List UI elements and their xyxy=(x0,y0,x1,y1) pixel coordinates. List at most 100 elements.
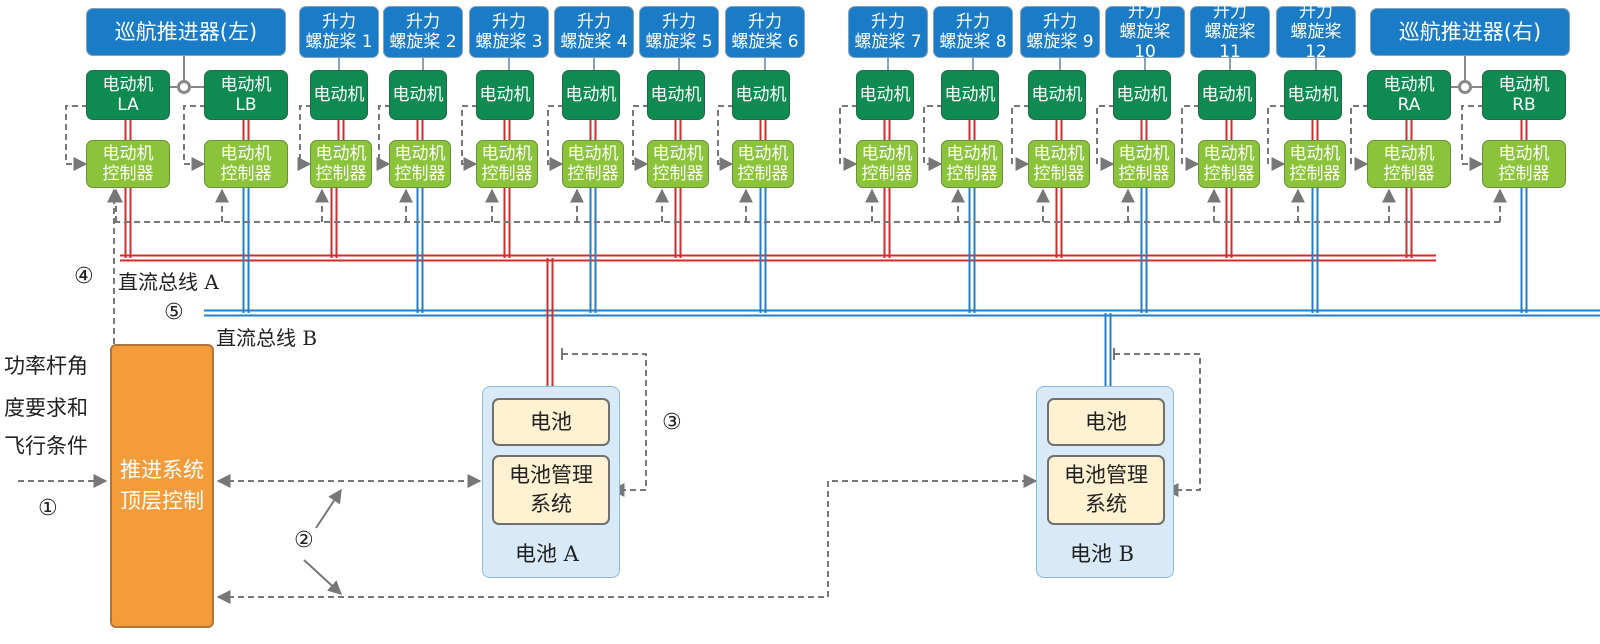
controller-6-line1: 电动机 xyxy=(737,143,789,164)
motor-4-label: 电动机 xyxy=(565,84,617,105)
motor-2: 电动机 xyxy=(389,70,447,120)
motor-ctrl-link-2 xyxy=(242,120,250,140)
motor-5-label: 电动机 xyxy=(650,84,702,105)
motor-ctrl-link-3 xyxy=(337,120,345,140)
propeller-4: 升力螺旋桨 4 xyxy=(554,6,634,58)
propeller-12-line2: 螺旋桨 12 xyxy=(1290,21,1342,63)
bus-b-label: 直流总线 B xyxy=(216,326,318,350)
dc-bus-b xyxy=(204,309,1600,317)
motor-lb-label: 电动机 xyxy=(220,74,272,95)
motor-7-label: 电动机 xyxy=(859,84,911,105)
controller-11: 电动机控制器 xyxy=(1198,140,1260,188)
controller-9: 电动机控制器 xyxy=(1028,140,1090,188)
controller-rb: 电动机控制器 xyxy=(1482,140,1566,188)
controller-7-line1: 电动机 xyxy=(861,143,913,164)
motor-9-label: 电动机 xyxy=(1031,84,1083,105)
motor-1-label: 电动机 xyxy=(313,84,365,105)
gearbox-left-icon xyxy=(177,80,191,94)
ctrl-bus-b-1 xyxy=(242,188,250,313)
controller-10: 电动机控制器 xyxy=(1113,140,1175,188)
propeller-11: 升力螺旋桨 11 xyxy=(1190,2,1270,62)
propeller-2: 升力螺旋桨 2 xyxy=(383,6,463,58)
controller-12-line2: 控制器 xyxy=(1289,164,1341,184)
controller-8: 电动机控制器 xyxy=(941,140,1003,188)
motor-8: 电动机 xyxy=(941,70,999,120)
battery-b-bms-line2: 系统 xyxy=(1085,492,1127,516)
input-text-line2: 度要求和 xyxy=(4,396,88,420)
controller-3: 电动机控制器 xyxy=(476,140,538,188)
propeller-11-line1: 升力 xyxy=(1213,1,1247,22)
controller-6-line2: 控制器 xyxy=(737,164,789,184)
cruise-thruster-left-label: 巡航推进器(左) xyxy=(114,19,258,44)
motor-ra-id: RA xyxy=(1397,95,1421,115)
controller-8-line2: 控制器 xyxy=(946,164,998,184)
propeller-11-line2: 螺旋桨 11 xyxy=(1204,21,1256,63)
feedback-loop-3 xyxy=(297,105,312,171)
motor-3-label: 电动机 xyxy=(479,84,531,105)
motor-6-label: 电动机 xyxy=(735,84,787,105)
propeller-1-line1: 升力 xyxy=(321,11,356,32)
marker-1: ① xyxy=(38,496,58,521)
motor-11-label: 电动机 xyxy=(1201,84,1253,105)
bms-b-feedback xyxy=(1114,353,1201,497)
feedback-loop-1 xyxy=(65,105,88,171)
propeller-5: 升力螺旋桨 5 xyxy=(639,6,719,58)
motor-ctrl-link-10 xyxy=(968,120,976,140)
controller-10-line2: 控制器 xyxy=(1118,164,1170,184)
gearbox-right-icon xyxy=(1458,80,1472,94)
propeller-9: 升力螺旋桨 9 xyxy=(1020,6,1100,58)
feedback-loop-4 xyxy=(376,105,391,171)
ctrl-bus-b-8 xyxy=(1520,188,1528,313)
battery-a-bms-line1: 电池管理 xyxy=(509,463,593,488)
motor-la-label: 电动机 xyxy=(102,74,154,95)
marker-2-arrow-up xyxy=(315,488,342,529)
controller-3-line1: 电动机 xyxy=(481,143,533,164)
feedback-loop-7 xyxy=(632,105,649,171)
marker-2-arrow-down xyxy=(303,559,343,595)
ctrl-bus-b-3 xyxy=(589,188,597,313)
feedback-loop-12 xyxy=(1096,105,1115,171)
feedback-loop-11 xyxy=(1011,105,1030,171)
feedback-loop-14 xyxy=(1267,105,1286,171)
feedback-loop-13 xyxy=(1181,105,1200,171)
propeller-9-line2: 螺旋桨 9 xyxy=(1026,32,1094,52)
propeller-12-line1: 升力 xyxy=(1299,1,1333,22)
motor-ctrl-link-6 xyxy=(589,120,597,140)
propeller-3-line1: 升力 xyxy=(491,11,526,32)
controller-10-line1: 电动机 xyxy=(1118,143,1170,164)
controller-rb-line1: 电动机 xyxy=(1498,143,1550,164)
propeller-2-line1: 升力 xyxy=(405,11,440,32)
battery-b-label: 电池 B xyxy=(1070,542,1135,566)
marker-4: ④ xyxy=(74,264,94,289)
controller-1-line2: 控制器 xyxy=(315,164,367,184)
motor-8-label: 电动机 xyxy=(944,84,996,105)
top-control-line1: 推进系统 xyxy=(120,458,204,483)
controller-12: 电动机控制器 xyxy=(1284,140,1346,188)
controller-4-line2: 控制器 xyxy=(567,164,619,184)
motor-ctrl-link-7 xyxy=(674,120,682,140)
propeller-10-line1: 升力 xyxy=(1128,1,1162,22)
controller-ra-line2: 控制器 xyxy=(1383,164,1435,184)
feedback-loop-15 xyxy=(1350,105,1369,171)
motor-10: 电动机 xyxy=(1113,70,1171,120)
motor-ctrl-link-14 xyxy=(1311,120,1319,140)
propeller-6-line1: 升力 xyxy=(747,11,782,32)
feedback-loop-6 xyxy=(547,105,564,171)
controller-ra: 电动机控制器 xyxy=(1367,140,1451,188)
controller-3-line2: 控制器 xyxy=(481,164,533,184)
controller-1: 电动机控制器 xyxy=(310,140,372,188)
controller-11-line2: 控制器 xyxy=(1203,164,1255,184)
battery-a-cell: 电池 xyxy=(492,398,610,446)
feedback-loop-16 xyxy=(1461,105,1484,171)
motor-12-label: 电动机 xyxy=(1287,84,1339,105)
motor-10-label: 电动机 xyxy=(1116,84,1168,105)
motor-5: 电动机 xyxy=(647,70,705,120)
propeller-4-line1: 升力 xyxy=(576,11,611,32)
motor-ctrl-link-13 xyxy=(1225,120,1233,140)
input-text-line3: 飞行条件 xyxy=(4,434,88,458)
controller-lb-line2: 控制器 xyxy=(220,164,272,184)
controller-11-line1: 电动机 xyxy=(1203,143,1255,164)
